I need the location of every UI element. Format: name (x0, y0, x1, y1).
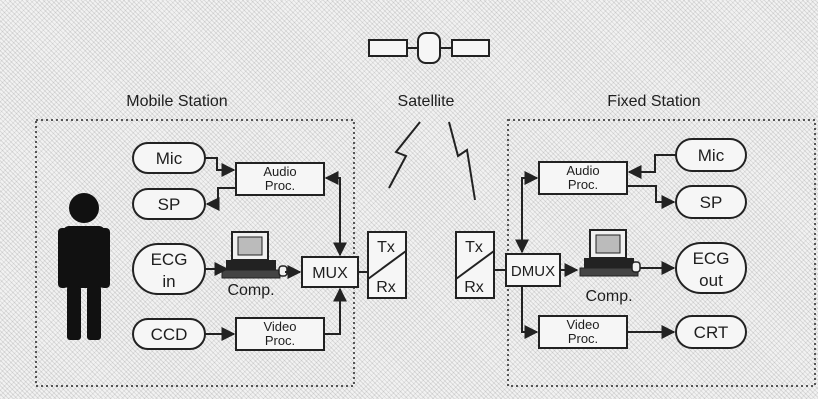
mobile-audio-proc-box (235, 162, 325, 196)
satellite-icon (368, 32, 490, 64)
radio-link-icon (388, 121, 421, 189)
fixed-sp-pill (675, 185, 747, 219)
mobile-rx-label: Rx (376, 279, 396, 296)
fixed-mic-label: Mic (698, 146, 725, 165)
fixed-tx-label: Tx (465, 239, 483, 256)
satellite-title: Satellite (398, 93, 455, 110)
mic-to-audio-proc-arrow (205, 157, 236, 177)
fixed-video-proc-box (538, 315, 628, 349)
radio-link-icon (448, 121, 476, 201)
ecg-in-label-line2: in (162, 272, 175, 291)
sp-label: SP (158, 195, 181, 214)
ecg-out-pill (675, 242, 747, 294)
fixed-rx-label: Rx (464, 279, 484, 296)
mic-to-audio-proc-arrow (627, 154, 676, 179)
fixed-tx-rx-divider (455, 250, 495, 280)
audio-proc-to-sp-arrow (205, 187, 236, 211)
fixed-video-proc-label-line1: Video (566, 317, 599, 332)
ecg-out-label-line2: out (699, 271, 723, 290)
crt-label: CRT (694, 323, 729, 342)
computer-icon (221, 231, 288, 279)
mobile-tx-rx-divider (367, 250, 407, 280)
dmux-label: DMUX (511, 263, 555, 280)
fixed-station-region (507, 119, 816, 387)
dmux-audio-proc-link (515, 171, 539, 254)
fixed-sp-label: SP (700, 193, 723, 212)
fixed-comp-label: Comp. (585, 288, 632, 305)
mux-label: MUX (312, 265, 348, 282)
ecg-in-label-line1: ECG (151, 250, 188, 269)
mic-label: Mic (156, 149, 183, 168)
computer-icon (579, 229, 641, 277)
video-proc-to-mux-arrow (324, 287, 347, 335)
fixed-station-title: Fixed Station (607, 93, 700, 110)
mobile-audio-proc-label-line2: Proc. (265, 178, 295, 193)
audio-proc-mux-link (324, 171, 347, 257)
mobile-video-proc-label-line2: Proc. (265, 333, 295, 348)
mobile-tx-label: Tx (377, 239, 395, 256)
fixed-audio-proc-box (538, 161, 628, 195)
mobile-station-region (35, 119, 355, 387)
fixed-audio-proc-label-line2: Proc. (568, 177, 598, 192)
mobile-video-proc-label-line1: Video (263, 319, 296, 334)
dmux-to-video-proc-arrow (521, 286, 539, 339)
audio-proc-to-sp-arrow (627, 185, 676, 209)
mobile-audio-proc-label-line1: Audio (263, 164, 296, 179)
crt-pill (675, 315, 747, 349)
person-icon (58, 193, 110, 340)
mobile-comp-label: Comp. (227, 282, 274, 299)
fixed-video-proc-label-line2: Proc. (568, 331, 598, 346)
ecg-out-label-line1: ECG (693, 249, 730, 268)
sp-output-pill (132, 188, 206, 220)
fixed-audio-proc-label-line1: Audio (566, 163, 599, 178)
ccd-label: CCD (151, 325, 188, 344)
mobile-station-title: Mobile Station (126, 93, 227, 110)
